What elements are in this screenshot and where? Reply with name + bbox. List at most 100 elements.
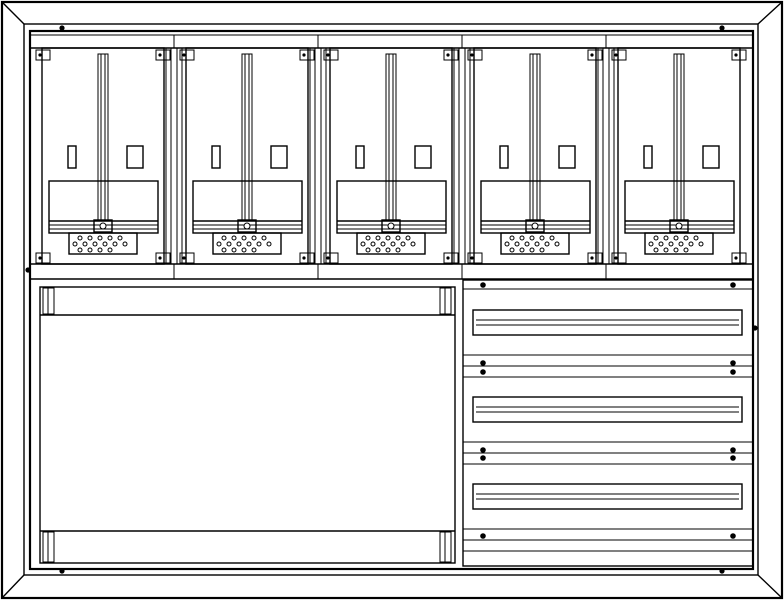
corner-bracket	[323, 252, 339, 264]
cover-hinge-top-right	[439, 287, 452, 315]
terminal-hole	[375, 235, 381, 241]
terminal-hole	[236, 241, 242, 247]
terminal-hole	[529, 247, 535, 253]
terminal-hole	[514, 241, 520, 247]
terminal-hole	[673, 247, 679, 253]
corner-bracket	[731, 49, 747, 61]
corner-bracket	[155, 252, 171, 264]
terminal-hole	[261, 235, 267, 241]
meter-module-panel	[473, 47, 597, 265]
terminal-hole	[390, 241, 396, 247]
clamp-screw	[531, 222, 539, 230]
terminal-hole	[221, 235, 227, 241]
clamp-screw	[99, 222, 107, 230]
terminal-hole	[385, 235, 391, 241]
slot-wide	[126, 145, 144, 169]
frame-mounting-dots	[25, 25, 758, 574]
clamp-screw	[243, 222, 251, 230]
corner-bracket	[731, 252, 747, 264]
rail-mount-dot	[480, 455, 486, 461]
terminal-hole	[77, 247, 83, 253]
terminal-hole	[380, 241, 386, 247]
corner-bracket	[179, 49, 195, 61]
terminal-hole	[266, 241, 272, 247]
terminal-hole	[375, 247, 381, 253]
terminal-hole	[400, 241, 406, 247]
blank-cover-panel	[39, 286, 456, 564]
din-rail-body	[472, 483, 743, 510]
terminal-hole	[653, 247, 659, 253]
terminal-hole	[504, 241, 510, 247]
terminal-hole	[534, 241, 540, 247]
terminal-hole	[102, 241, 108, 247]
corner-bracket	[299, 252, 315, 264]
corner-bracket	[443, 252, 459, 264]
clamp	[381, 219, 401, 233]
terminal-hole	[97, 235, 103, 241]
cover-hinge-top-left	[42, 287, 55, 315]
terminal-hole	[554, 241, 560, 247]
terminal-hole	[97, 247, 103, 253]
terminal-block	[500, 232, 570, 255]
terminal-hole	[678, 241, 684, 247]
terminal-hole	[405, 235, 411, 241]
terminal-hole	[107, 235, 113, 241]
terminal-hole	[529, 235, 535, 241]
din-rail	[463, 483, 753, 552]
meter-module	[467, 35, 615, 279]
din-rail	[463, 309, 753, 378]
terminal-hole	[653, 235, 659, 241]
din-rail-body	[472, 396, 743, 423]
din-rails	[463, 282, 753, 552]
rail-mount-dot	[730, 533, 736, 539]
terminal-hole	[221, 247, 227, 253]
terminal-hole	[688, 241, 694, 247]
terminal-hole	[72, 241, 78, 247]
corner-bracket	[155, 49, 171, 61]
rail-mount-dot	[730, 369, 736, 375]
terminal-hole	[82, 241, 88, 247]
terminal-hole	[648, 241, 654, 247]
slot-narrow	[355, 145, 365, 169]
terminal-hole	[509, 247, 515, 253]
terminal-hole	[668, 241, 674, 247]
terminal-hole	[683, 235, 689, 241]
terminal-hole	[112, 241, 118, 247]
rail-mount-dot	[480, 369, 486, 375]
slot-wide	[270, 145, 288, 169]
meter-module	[179, 35, 327, 279]
terminal-hole	[693, 235, 699, 241]
corner-bracket	[443, 49, 459, 61]
terminal-hole	[519, 235, 525, 241]
terminal-hole	[251, 247, 257, 253]
rail-mount-dot	[730, 447, 736, 453]
terminal-block	[212, 232, 282, 255]
meter-modules	[35, 35, 747, 279]
terminal-hole	[658, 241, 664, 247]
corner-bracket	[467, 252, 483, 264]
terminal-hole	[395, 235, 401, 241]
meter-module	[323, 35, 471, 279]
meter-module-panel	[617, 47, 741, 265]
clamp-screw	[387, 222, 395, 230]
rail-mount-dot	[480, 360, 486, 366]
terminal-hole	[539, 235, 545, 241]
corner-bracket	[35, 252, 51, 264]
terminal-hole	[87, 247, 93, 253]
terminal-hole	[246, 241, 252, 247]
meter-module-panel	[329, 47, 453, 265]
terminal-hole	[519, 247, 525, 253]
terminal-hole	[663, 235, 669, 241]
meter-slide-bar	[385, 53, 397, 222]
terminal-hole	[385, 247, 391, 253]
rail-mount-dot	[730, 455, 736, 461]
mounting-profile	[309, 35, 327, 279]
slot-wide	[702, 145, 720, 169]
terminal-hole	[231, 235, 237, 241]
terminal-hole	[231, 247, 237, 253]
slot-wide	[558, 145, 576, 169]
slot-narrow	[211, 145, 221, 169]
terminal-hole	[524, 241, 530, 247]
terminal-hole	[663, 247, 669, 253]
